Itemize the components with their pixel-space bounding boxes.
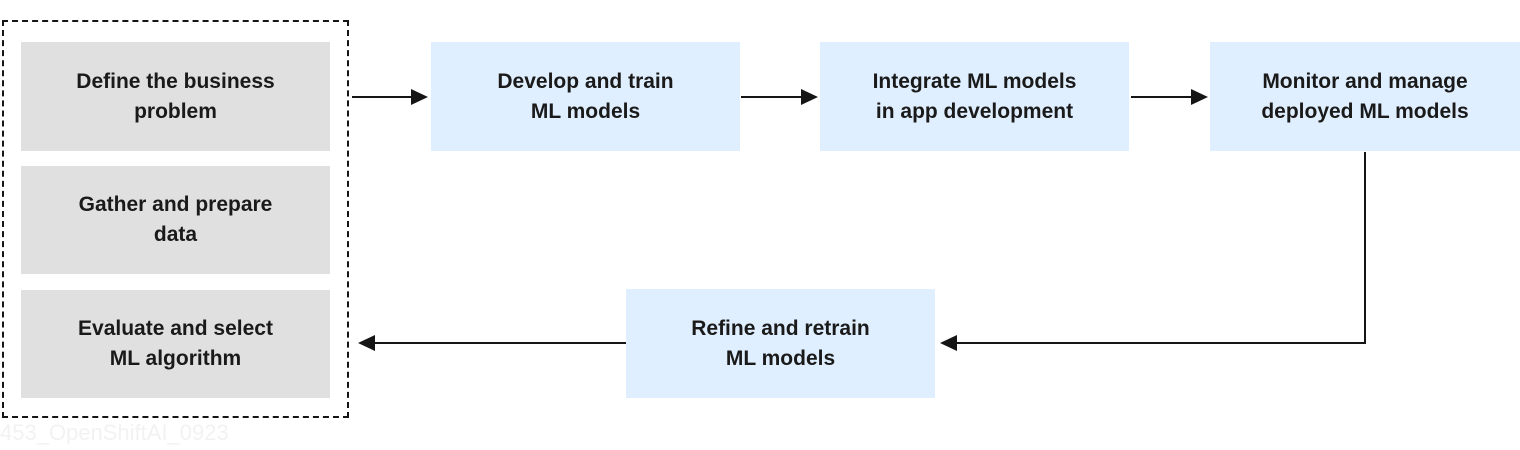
box-gather-prepare-data: Gather and prepare data <box>21 166 330 274</box>
box-develop-label: Develop and train ML models <box>497 69 674 123</box>
box-integrate-models: Integrate ML models in app development <box>820 42 1129 151</box>
box-define-label: Define the business problem <box>76 69 275 123</box>
arrowhead-group <box>358 335 375 351</box>
box-evaluate-label: Evaluate and select ML algorithm <box>78 317 273 370</box>
arrow-monitor-to-refine <box>956 152 1366 344</box>
box-evaluate-select-algorithm: Evaluate and select ML algorithm <box>21 290 330 398</box>
box-monitor-label: Monitor and manage deployed ML models <box>1261 69 1469 123</box>
box-develop-train-models: Develop and train ML models <box>431 42 740 151</box>
arrowhead-develop <box>411 89 428 105</box>
image-id-watermark: 453_OpenShiftAI_0923 <box>0 420 229 445</box>
box-define-business-problem: Define the business problem <box>21 42 330 151</box>
box-integrate-label: Integrate ML models in app development <box>872 69 1077 123</box>
arrowhead-refine <box>940 335 957 351</box>
preparation-group <box>2 20 349 418</box>
box-monitor-manage-models: Monitor and manage deployed ML models <box>1210 42 1520 151</box>
arrowhead-monitor <box>1191 89 1208 105</box>
box-refine-retrain-models: Refine and retrain ML models <box>626 289 935 398</box>
box-gather-label: Gather and prepare data <box>78 193 273 246</box>
box-refine-label: Refine and retrain ML models <box>691 316 870 370</box>
arrowhead-integrate <box>801 89 818 105</box>
